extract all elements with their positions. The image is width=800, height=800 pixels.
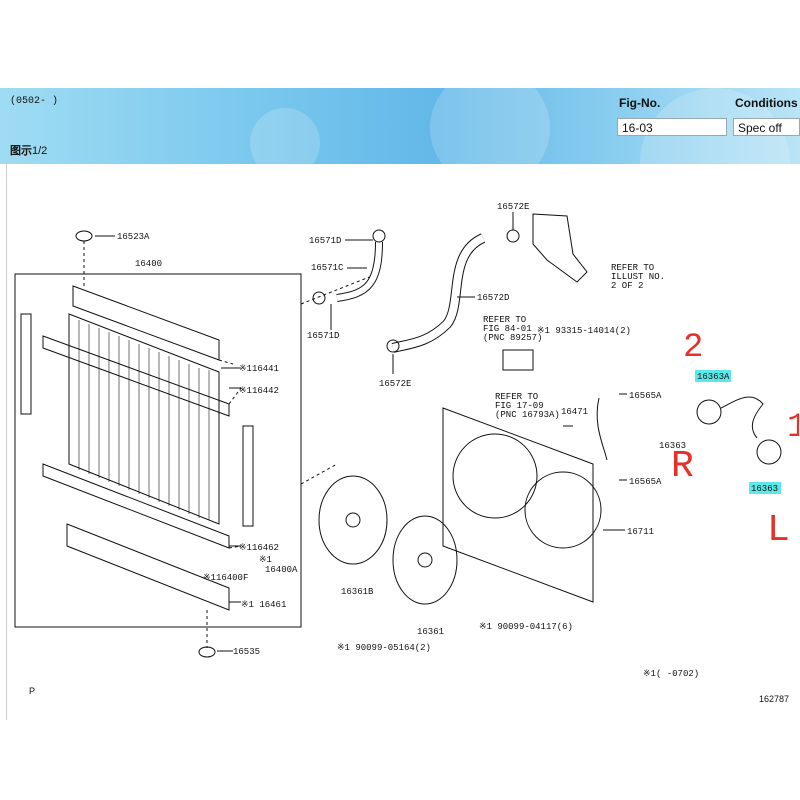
fan-shroud (442, 407, 594, 603)
hose-clamp (386, 339, 400, 353)
side-seal-left (20, 313, 32, 415)
fig-no-label: Fig-No. (619, 96, 661, 110)
fan-hub (345, 512, 361, 528)
label-16363A[interactable]: 16363A (697, 372, 730, 382)
radiator-group-frame (14, 273, 302, 628)
hose-clamp (506, 229, 520, 243)
fan-motor-16363 (756, 439, 782, 465)
figure-number: 162787 (759, 694, 789, 704)
label-90099-04117[interactable]: ※1 90099-04117(6) (479, 622, 573, 632)
label-16363[interactable]: 16363 (751, 484, 778, 494)
radiator-fins (78, 320, 210, 520)
radiator-upper-tank (72, 285, 220, 361)
model-range: (0502- ) (10, 96, 59, 107)
label-16400[interactable]: 16400 (135, 259, 162, 269)
radiator-core (68, 313, 220, 525)
top-margin (0, 0, 800, 88)
highlight-16363A (695, 370, 731, 382)
fan-motor-16363A (696, 399, 722, 425)
parts-diagram-canvas[interactable]: 16523A 16400 ※116441 ※116442 ※116462 ※1 … (6, 164, 800, 720)
hose-clamp (372, 229, 386, 243)
label-leaders (95, 212, 627, 652)
fan-hub (417, 552, 433, 568)
label-16461[interactable]: ※1 16461 (241, 600, 286, 610)
label-16361B[interactable]: 16361B (341, 587, 374, 597)
page-prefix: 图示 (10, 145, 32, 157)
label-16400A-mark: ※1 (259, 555, 272, 565)
water-outlet (532, 213, 588, 283)
upper-seal (42, 335, 230, 417)
motor-wire (720, 396, 764, 439)
refer-note-line3: 2 OF 2 (611, 281, 643, 291)
label-16565A-top[interactable]: 16565A (629, 391, 662, 401)
label-16571D-top[interactable]: 16571D (309, 236, 341, 246)
viewer-header: (0502- ) Fig-No. Conditions 16-03 Spec o… (0, 88, 800, 164)
label-116442[interactable]: ※116442 (239, 386, 279, 396)
refer-note-line1: REFER TO (611, 263, 654, 273)
conditions-field[interactable]: Spec off (733, 118, 800, 136)
label-16565A-bottom[interactable]: 16565A (629, 477, 662, 487)
drain-plug (198, 646, 216, 658)
refer-fig-17-line2[interactable]: FIG 17-09 (495, 401, 544, 411)
lower-hose (391, 234, 485, 352)
hose-clamp (312, 291, 326, 305)
refer-fig-84-line3: (PNC 89257) (483, 333, 542, 343)
refer-fig-84-line1: REFER TO (483, 315, 526, 325)
fig-no-field[interactable]: 16-03 (617, 118, 727, 136)
decor-bubble (430, 88, 550, 164)
fan-16361B (318, 475, 388, 565)
hand-mark-2: 2 (683, 329, 703, 367)
leader-lines (83, 241, 378, 648)
upper-hose (336, 241, 382, 301)
fan-relay (502, 349, 534, 371)
label-16523A[interactable]: 16523A (117, 232, 150, 242)
hand-mark-1: 1 (787, 409, 799, 447)
page-number: 1/2 (32, 145, 48, 157)
conditions-label: Conditions (735, 96, 798, 110)
refer-note-line2: ILLUST NO. (611, 272, 665, 282)
label-16571D-bottom[interactable]: 16571D (307, 331, 339, 341)
page-indicator: 图示1/2 (10, 142, 47, 158)
footnote: ※1( -0702) (643, 669, 699, 679)
page-mark: P (29, 686, 35, 696)
label-116462[interactable]: ※116462 (239, 543, 279, 553)
decor-bubble (250, 108, 320, 164)
label-16471[interactable]: 16471 (561, 407, 588, 417)
label-16535[interactable]: 16535 (233, 647, 260, 657)
hand-mark-R: R (671, 445, 694, 488)
label-16400A[interactable]: 16400A (265, 565, 298, 575)
wire-harness (596, 397, 608, 461)
radiator-lower-tank (66, 523, 230, 611)
refer-fig-17-line3: (PNC 16793A) (495, 410, 560, 420)
fan-16361 (392, 515, 458, 605)
label-16571C[interactable]: 16571C (311, 263, 344, 273)
hand-mark-L: L (767, 509, 790, 552)
label-90099-05164[interactable]: ※1 90099-05164(2) (337, 643, 431, 653)
side-seal-right (242, 425, 254, 527)
shroud-fan-opening-right (524, 471, 602, 549)
handwritten-annotations: 2 R 1 L (671, 329, 800, 552)
label-116400F[interactable]: ※116400F (203, 573, 248, 583)
refer-fig-17-line1: REFER TO (495, 392, 538, 402)
highlight-16363 (749, 482, 781, 494)
label-16572E-top[interactable]: 16572E (497, 202, 529, 212)
label-93315[interactable]: ※1 93315-14014(2) (537, 326, 631, 336)
shroud-fan-opening-left (452, 433, 538, 519)
radiator-cap (75, 230, 93, 242)
label-16572E-bottom[interactable]: 16572E (379, 379, 411, 389)
lower-seal (42, 463, 230, 549)
parts-diagram: 16523A 16400 ※116441 ※116442 ※116462 ※1 … (14, 202, 800, 704)
label-16711[interactable]: 16711 (627, 527, 654, 537)
bottom-margin (0, 720, 800, 800)
label-1636x[interactable]: 16363 (659, 441, 686, 451)
label-116441[interactable]: ※116441 (239, 364, 279, 374)
label-16572D[interactable]: 16572D (477, 293, 509, 303)
refer-fig-84-line2[interactable]: FIG 84-01 (483, 324, 532, 334)
label-16361[interactable]: 16361 (417, 627, 444, 637)
